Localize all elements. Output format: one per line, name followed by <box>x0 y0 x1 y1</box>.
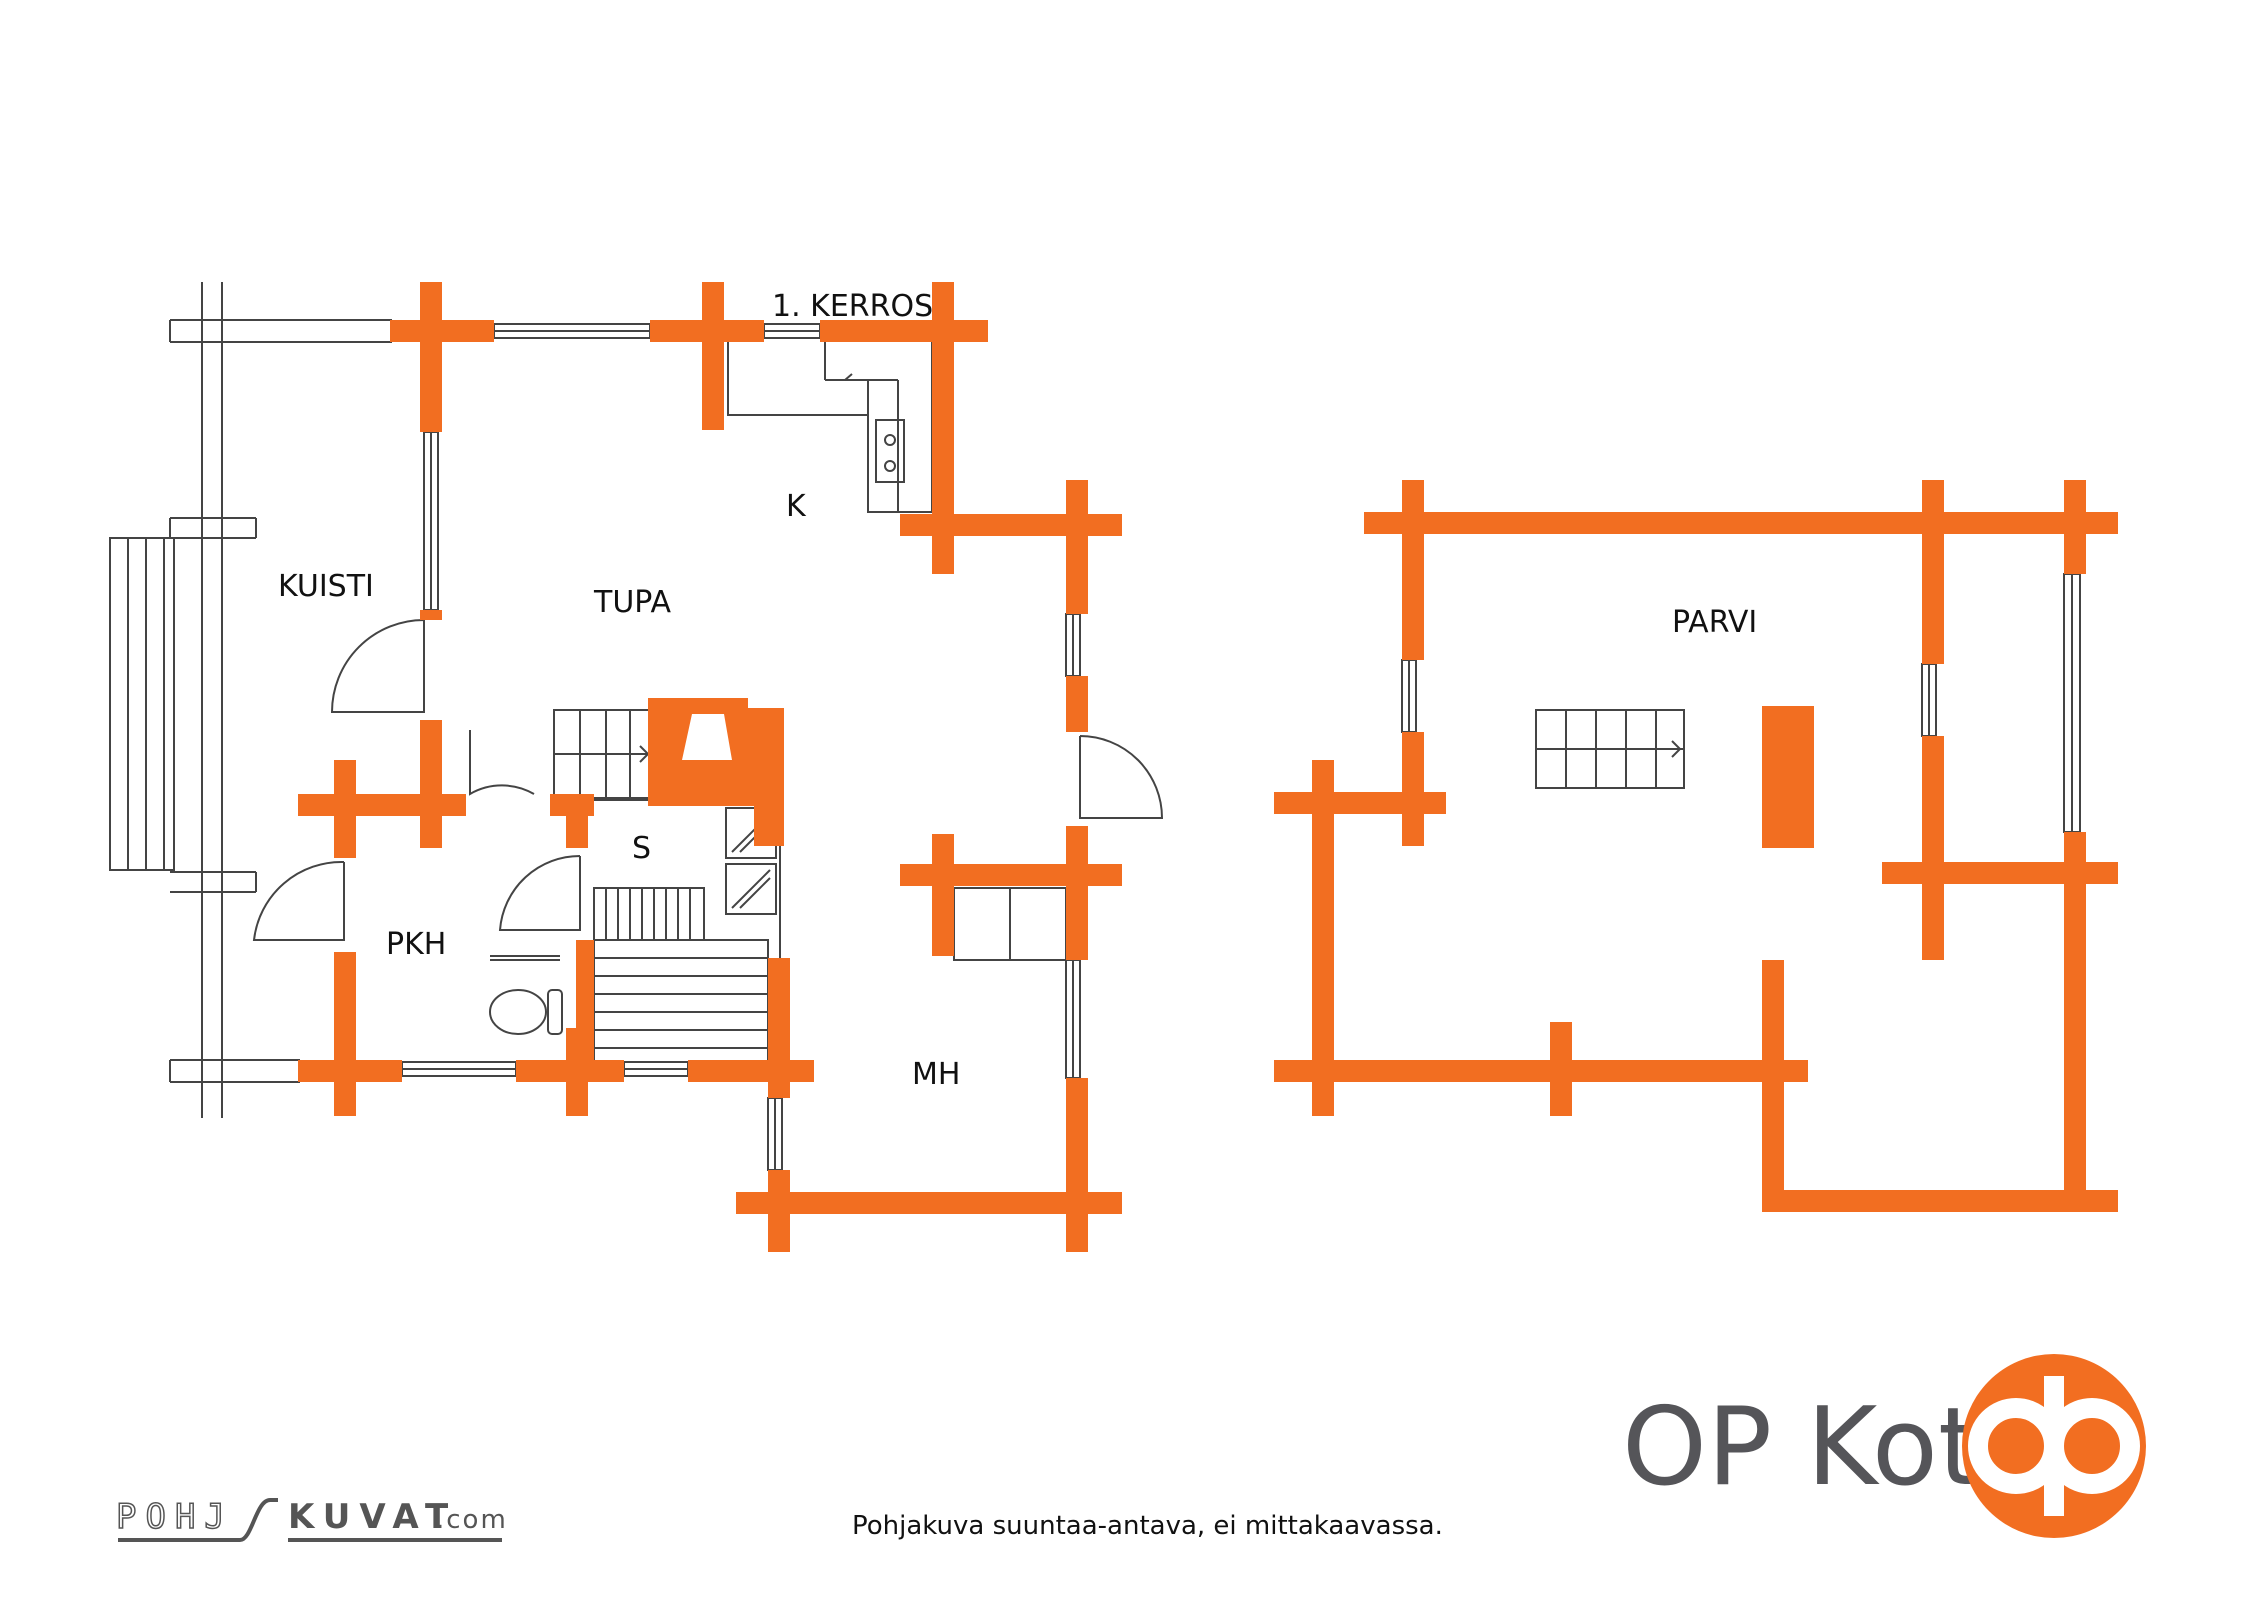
stairs-lower <box>593 887 769 1067</box>
fireplace <box>648 698 784 846</box>
walls-floor-2 <box>1274 480 2118 1212</box>
floor-1-title: 1. KERROS <box>772 289 933 324</box>
floor-2-plan <box>1274 480 2118 1212</box>
chimney <box>1762 706 1814 848</box>
walls-floor-1 <box>298 282 1122 1252</box>
pohjakuvat-logo-part3: .com <box>436 1505 508 1535</box>
op-koti-logo-text: OP Koti <box>1622 1385 2010 1510</box>
windows-floor-2 <box>1401 573 2081 833</box>
room-label-pkh: PKH <box>386 927 446 962</box>
doors-floor-1 <box>252 619 1164 941</box>
room-label-kuisti: KUISTI <box>278 569 374 604</box>
porch-steps <box>109 537 175 871</box>
stairs-parvi <box>1535 709 1685 789</box>
room-label-mh: MH <box>912 1057 960 1092</box>
pohjakuvat-logo-part1: POHJ <box>116 1497 234 1537</box>
stairs-tupa <box>553 709 655 799</box>
disclaimer-text: Pohjakuva suuntaa-antava, ei mittakaavas… <box>852 1511 1443 1541</box>
op-logo-icon <box>1962 1354 2146 1538</box>
pohjakuvat-logo-part2: KUVAT <box>288 1497 457 1537</box>
room-label-parvi: PARVI <box>1672 605 1757 640</box>
room-label-tupa: TUPA <box>593 585 671 620</box>
toilet-icon <box>489 955 563 1035</box>
wardrobe <box>953 887 1067 961</box>
porch-outline <box>169 282 392 1118</box>
pohjakuvat-logo: POHJ KUVAT .com <box>115 1496 508 1542</box>
windows-floor-1 <box>401 323 1081 1171</box>
room-label-k: K <box>786 489 807 524</box>
floor-1-plan <box>109 282 1164 1252</box>
kitchen-counter <box>727 342 933 513</box>
room-label-s: S <box>632 831 651 866</box>
